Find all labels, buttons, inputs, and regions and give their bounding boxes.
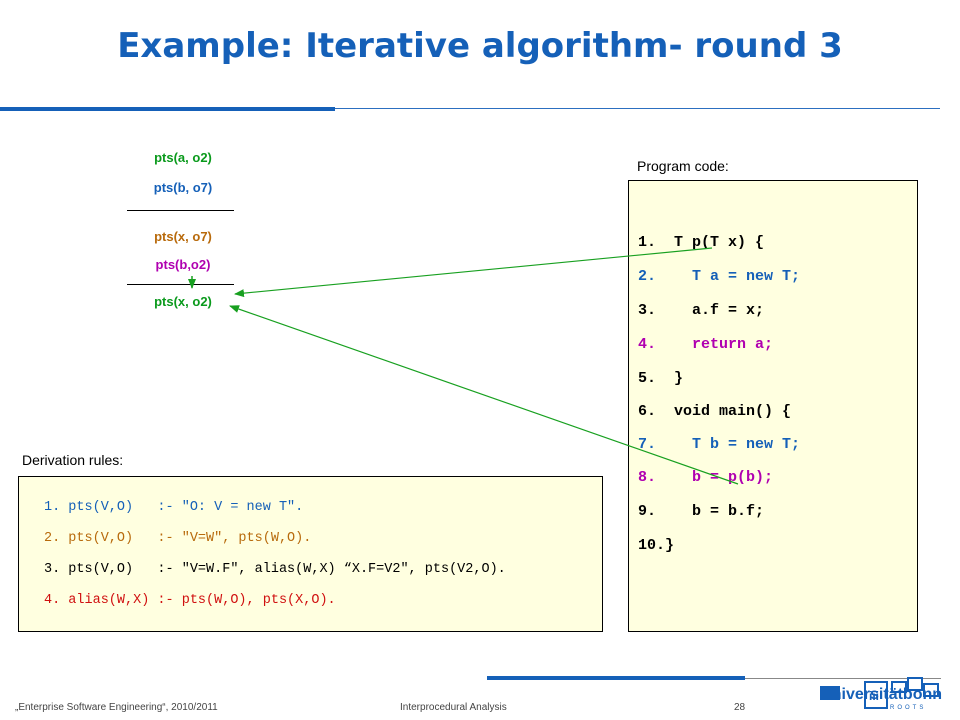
program-code-label: Program code: (637, 158, 729, 174)
arrow-from-line-8 (229, 305, 739, 485)
footer-accent-rule (487, 676, 745, 680)
title-divider-accent (0, 107, 335, 111)
rule-3: 3. pts(V,O) :- "V=W.F", alias(W,X) “X.F=… (44, 562, 506, 577)
code-line-3: 3. a.f = x; (638, 302, 765, 319)
derivation-rules-label: Derivation rules: (22, 452, 124, 468)
fact-pts-b-o2: pts(b,o2) (155, 257, 211, 272)
code-line-5: 5. } (638, 370, 684, 387)
code-line-7: 7. T b = new T; (638, 436, 801, 453)
university-roots-logo-icon: iii (820, 677, 939, 709)
code-line-10: 10.} (638, 537, 675, 554)
facts-separator-2 (127, 284, 234, 285)
code-line-8: 8. b = p(b); (638, 469, 774, 486)
footer-topic: Interprocedural Analysis (400, 702, 507, 713)
facts-separator-1 (127, 210, 234, 211)
footer-thin-rule (745, 678, 941, 679)
rule-4: 4. alias(W,X) :- pts(W,O), pts(X,O). (44, 593, 336, 608)
code-line-2: 2. T a = new T; (638, 268, 801, 285)
code-line-1: 1. T p(T x) { (638, 234, 765, 251)
fact-pts-x-o2: pts(x, o2) (154, 294, 212, 309)
title-divider (0, 108, 940, 109)
svg-text:iii: iii (869, 689, 879, 703)
derivation-rules-box (18, 476, 603, 632)
code-line-9: 9. b = b.f; (638, 503, 765, 520)
rule-2: 2. pts(V,O) :- "V=W", pts(W,O). (44, 531, 312, 546)
fact-pts-b-o7: pts(b, o7) (153, 180, 213, 195)
footer-course: „Enterprise Software Engineering“, 2010/… (15, 702, 218, 713)
code-line-6: 6. void main() { (638, 403, 792, 420)
rule-1: 1. pts(V,O) :- "O: V = new T". (44, 500, 304, 515)
code-line-4: 4. return a; (638, 336, 774, 353)
arrow-from-line-1 (234, 247, 713, 298)
fact-pts-a-o2: pts(a, o2) (154, 150, 212, 165)
fact-pts-x-o7: pts(x, o7) (154, 229, 212, 244)
footer-page-number: 28 (734, 702, 746, 713)
roots-logo-text: ROOTS (890, 705, 927, 711)
program-code-box (628, 180, 918, 632)
slide-title: Example: Iterative algorithm- round 3 (117, 26, 843, 66)
